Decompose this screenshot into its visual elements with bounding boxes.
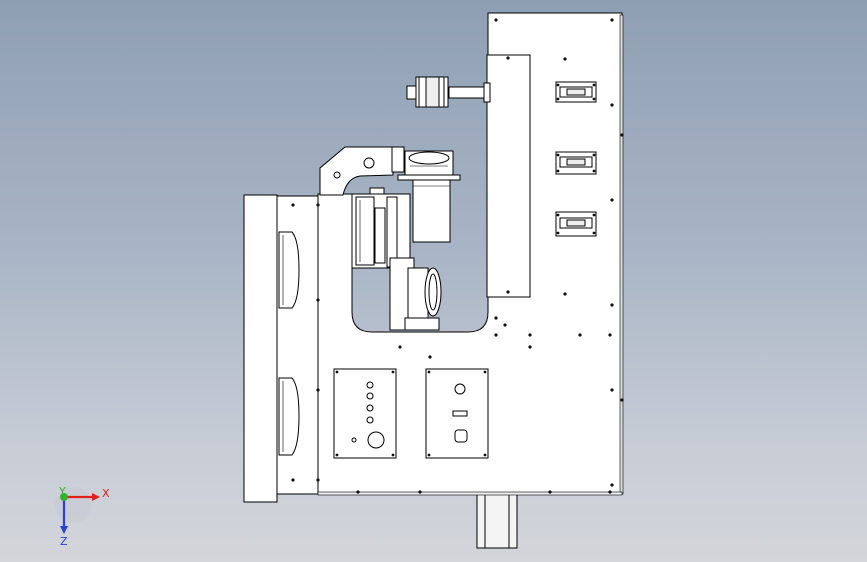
latch-3	[555, 211, 597, 237]
bolt-holes	[291, 18, 624, 494]
left-door-panel	[243, 194, 278, 503]
left-side-frame	[276, 195, 321, 495]
latch-1	[555, 81, 597, 103]
control-panel-right	[425, 368, 489, 459]
upper-bracket	[319, 146, 394, 196]
y-axis-label: Y	[59, 485, 66, 498]
bottom-shaft	[476, 493, 518, 549]
side-valve	[406, 76, 491, 108]
inspection-plate	[486, 54, 531, 298]
y-axis-dot	[60, 493, 68, 501]
latch-2	[555, 151, 597, 175]
x-axis-label: X	[102, 487, 110, 500]
axis-triad	[55, 487, 100, 534]
z-axis-label: Z	[60, 535, 68, 548]
control-panel-left	[333, 368, 397, 459]
